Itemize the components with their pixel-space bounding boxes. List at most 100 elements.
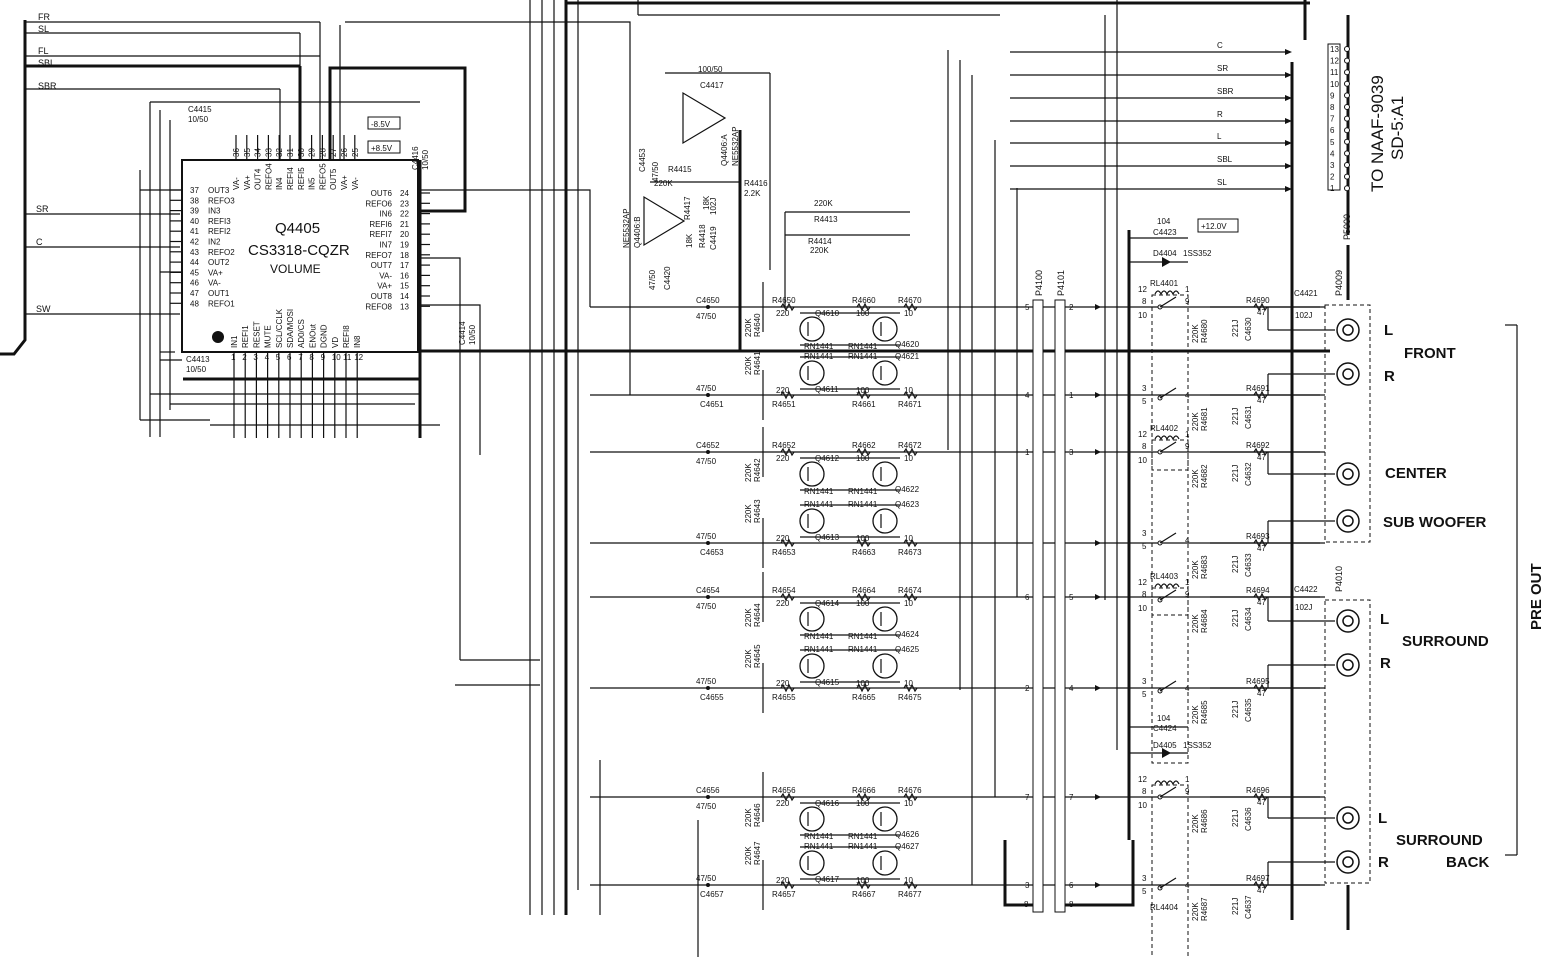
stage-rin-label: R4650 <box>772 296 796 305</box>
p5000-pin-num: 13 <box>1330 45 1339 54</box>
ic-pin-top-name: IN5 <box>308 177 317 190</box>
stage-rin-value: 220 <box>776 799 790 808</box>
stage-cap-value: 47/50 <box>696 384 717 393</box>
stage-r2-value: 10 <box>904 309 913 318</box>
c4421-label: C4421 <box>1294 289 1318 298</box>
capacitor-icon <box>706 883 710 887</box>
ic-pin-left-num: 41 <box>190 227 199 236</box>
stage-cap-label: C4651 <box>700 400 724 409</box>
output-rc-value: 47 <box>1257 544 1266 553</box>
p5000-signal-label: SBR <box>1217 87 1234 96</box>
ic-pin-right-name: IN7 <box>380 241 393 250</box>
stage-rg-value: 220K <box>744 808 753 827</box>
connector-pin-icon <box>1344 57 1350 64</box>
resistor-icon <box>856 390 871 400</box>
output-cc-value: 221J <box>1231 610 1240 627</box>
ic-pin-left-name: IN3 <box>208 207 221 216</box>
ic-pin-bottom-name: IN1 <box>230 335 239 348</box>
input-label-sbl: SBL <box>38 58 55 68</box>
ic-pin-left-num: 37 <box>190 186 199 195</box>
ic-pin-right-num: 14 <box>400 292 409 301</box>
output-rs-value: 220K <box>1191 412 1200 431</box>
connector-pin-in: 5 <box>1025 303 1030 312</box>
stage-rn-label: RN1441 <box>804 832 834 841</box>
p4009-label: P4009 <box>1334 270 1344 296</box>
ic-pin-bottom-name: SDA/MOSI <box>286 309 295 348</box>
transistor-icon <box>872 461 898 487</box>
c4423-label: C4423 <box>1153 228 1177 237</box>
output-rs-value: 220K <box>1191 705 1200 724</box>
stage-rin-value: 220 <box>776 309 790 318</box>
connector-pin-icon <box>1344 69 1350 76</box>
capacitor-icon <box>706 795 710 799</box>
relay-pin-10: 10 <box>1138 604 1147 613</box>
resistor-icon <box>903 447 918 457</box>
relay-pin-1: 1 <box>1185 775 1190 784</box>
buffer-stage-row: C465147/50R4651220R4641220KQ4611Q4621R46… <box>590 351 1320 420</box>
relay-pin-3: 3 <box>1142 677 1147 686</box>
relay-pin-5: 5 <box>1142 887 1147 896</box>
c4420-label: C4420 <box>663 266 672 290</box>
stage-rn-label: RN1441 <box>804 342 834 351</box>
rca-jack-core-icon <box>1342 659 1354 671</box>
transistor-icon <box>799 461 825 487</box>
ic-pin-top-name: REFO5 <box>318 163 327 190</box>
stage-r1-value: 100 <box>856 679 870 688</box>
stage-rn-label: RN1441 <box>848 342 878 351</box>
c4417-label: C4417 <box>700 81 724 90</box>
ic-pin-left-name: OUT2 <box>208 258 230 267</box>
opamp-section: 100/50 C4417 Q4406:A NE5532AP Q4406:B NE… <box>622 65 910 350</box>
relay-pin-10: 10 <box>1138 456 1147 465</box>
input-label-sr: SR <box>36 204 49 214</box>
relay-coil-icon <box>1154 780 1180 786</box>
connector-pin-icon <box>1344 173 1350 180</box>
stage-r1-label: R4666 <box>852 786 876 795</box>
c4424-label: C4424 <box>1153 724 1177 733</box>
output-rs-label: R4682 <box>1200 464 1209 488</box>
ic-pin-bottom-name: REFI8 <box>342 325 351 348</box>
stage-rin-value: 220 <box>776 534 790 543</box>
buffer-stage-row: C465547/50R4655220R4645220KQ4615Q4625R46… <box>590 644 1320 713</box>
stage-r2-value: 10 <box>904 534 913 543</box>
d4404-label: D4404 <box>1153 249 1177 258</box>
capacitor-icon <box>706 541 710 545</box>
relay-pin-9: 9 <box>1185 442 1190 451</box>
ic-pin-right-num: 13 <box>400 302 409 311</box>
p5000-pin-num: 10 <box>1330 80 1339 89</box>
jack-front-l: L <box>1384 322 1393 339</box>
resistor-icon <box>780 302 795 312</box>
ic-pin-left-name: REFI2 <box>208 227 231 236</box>
p4100-pin8: 8 <box>1024 900 1029 909</box>
resistor-icon <box>856 538 871 548</box>
stage-r2-label: R4672 <box>898 441 922 450</box>
transistor-icon <box>799 653 825 679</box>
stage-rg-label: R4647 <box>753 841 762 865</box>
output-rs-label: R4681 <box>1200 407 1209 431</box>
c4414-value: 10/50 <box>468 324 477 345</box>
ic-pin-left-name: OUT1 <box>208 289 230 298</box>
output-cc-label: C4634 <box>1244 607 1253 631</box>
relay-pin-4: 4 <box>1185 881 1190 890</box>
output-rs-label: R4687 <box>1200 897 1209 921</box>
ic-pin-top-name: REFO4 <box>264 163 273 190</box>
relay-outline <box>1151 439 1189 616</box>
stage-rin-value: 220 <box>776 454 790 463</box>
output-cc-label: C4631 <box>1244 405 1253 429</box>
p4101-pin8: 8 <box>1069 900 1074 909</box>
ic-pin-left-name: REFI3 <box>208 217 231 226</box>
c4414-label: C4414 <box>458 321 467 345</box>
output-cc-label: C4637 <box>1244 895 1253 919</box>
p5000-pin-num: 2 <box>1330 173 1335 182</box>
signal-arrow-icon <box>1095 540 1101 546</box>
ic-pin-right-name: REFI7 <box>369 230 392 239</box>
stage-rg-value: 220K <box>744 463 753 482</box>
input-label-sbr: SBR <box>38 81 57 91</box>
output-rs-value: 220K <box>1191 560 1200 579</box>
c4453-value: 47/50 <box>651 161 660 182</box>
r4416-label: R4416 <box>744 179 768 188</box>
rca-jack-core-icon <box>1342 812 1354 824</box>
output-rc-value: 47 <box>1257 308 1266 317</box>
protection-diodes: 104 C4423 D4404 1SS352 +12.0V 104 C4424 … <box>1129 217 1239 758</box>
